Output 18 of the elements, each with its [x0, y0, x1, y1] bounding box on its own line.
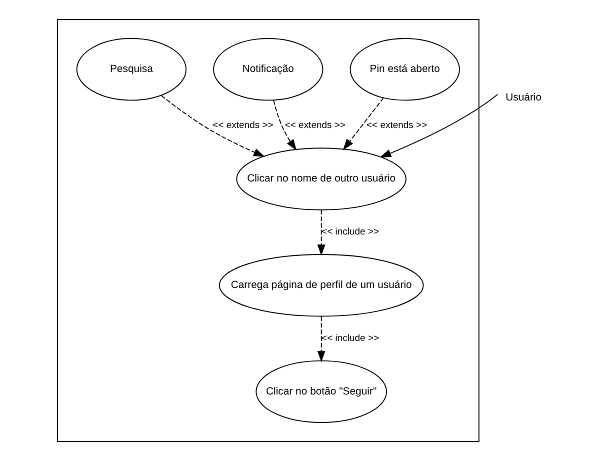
node-text: Usuário	[505, 92, 542, 104]
arrow	[272, 100, 296, 151]
arrow	[379, 94, 498, 158]
edge-label: << extends >>	[366, 120, 427, 132]
cluster	[56, 19, 479, 442]
node-ellipse: Notificação	[212, 38, 323, 101]
node-ellipse: Carrega página de perfil de um usuário	[218, 254, 424, 317]
arrow	[342, 97, 384, 150]
edge-label: << include >>	[321, 226, 379, 238]
node-ellipse: Pin está aberto	[349, 38, 460, 101]
arrow	[160, 94, 265, 157]
arrow	[316, 316, 325, 362]
edge-label: << extends >>	[284, 120, 345, 132]
edge-label: << include >>	[321, 332, 379, 344]
node-ellipse: Pesquisa	[76, 38, 186, 101]
edge-label: << extends >>	[212, 120, 273, 132]
arrow	[316, 209, 325, 256]
node-ellipse: Clicar no botão "Seguir"	[255, 360, 387, 423]
